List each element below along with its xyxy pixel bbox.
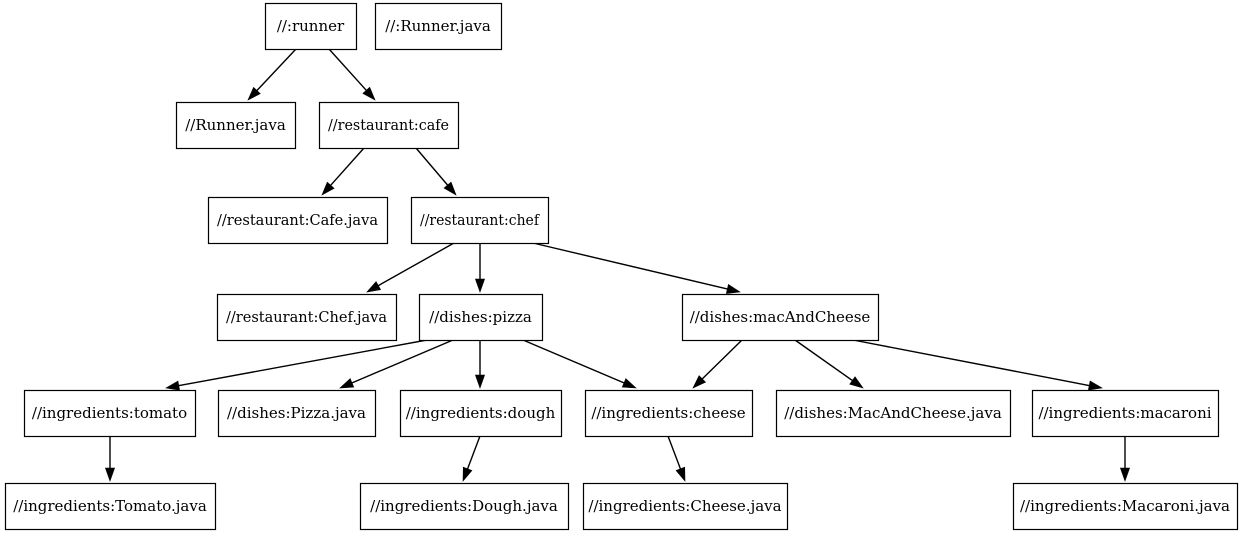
- node-label: //dishes:Pizza.java: [227, 404, 366, 422]
- node-runner[interactable]: //:runner: [264, 2, 358, 51]
- edge-dishes_pizza-to-ing_cheese: [522, 339, 637, 389]
- node-ing_dough[interactable]: //ingredients:dough: [399, 389, 563, 438]
- edge-restaurant_cafe-to-restaurant_cafe_java: [321, 147, 365, 196]
- edge-dishes_pizza-to-ing_tomato: [165, 339, 428, 391]
- edge-ing_macaroni-to-ing_macaroni_java: [1119, 436, 1131, 482]
- node-label: //dishes:pizza: [429, 308, 532, 326]
- node-label: //ingredients:Cheese.java: [588, 497, 781, 515]
- node-label: //ingredients:tomato: [32, 404, 187, 422]
- node-dishes_pizza_java[interactable]: //dishes:Pizza.java: [217, 389, 377, 438]
- node-runner_java_root[interactable]: //:Runner.java: [374, 2, 503, 51]
- node-dishes_mac_java[interactable]: //dishes:MacAndCheese.java: [775, 389, 1012, 438]
- node-restaurant_chef[interactable]: //restaurant:chef: [410, 196, 550, 245]
- edge-layer: [104, 48, 1131, 482]
- node-label: //restaurant:Chef.java: [226, 308, 387, 326]
- node-runner_java[interactable]: //Runner.java: [175, 101, 297, 150]
- edge-restaurant_chef-to-restaurant_chef_java: [366, 242, 455, 293]
- node-ing_dough_java[interactable]: //ingredients:Dough.java: [359, 482, 570, 531]
- node-label: //restaurant:Cafe.java: [217, 211, 378, 229]
- node-label: //ingredients:dough: [406, 404, 556, 422]
- node-restaurant_chef_java[interactable]: //restaurant:Chef.java: [216, 293, 398, 342]
- edge-restaurant_chef-to-dishes_pizza: [474, 243, 486, 293]
- edge-runner-to-runner_java: [247, 48, 297, 101]
- node-label: //restaurant:chef: [420, 211, 540, 229]
- node-label: //ingredients:macaroni: [1038, 404, 1211, 422]
- edge-dishes_mac-to-dishes_mac_java: [794, 339, 864, 389]
- node-label: //Runner.java: [185, 116, 286, 134]
- edge-ing_dough-to-ing_dough_java: [462, 435, 481, 482]
- edge-restaurant_cafe-to-restaurant_chef: [415, 147, 457, 196]
- node-label: //:runner: [277, 17, 345, 35]
- node-dishes_pizza[interactable]: //dishes:pizza: [418, 293, 544, 342]
- node-ing_cheese[interactable]: //ingredients:cheese: [584, 389, 754, 438]
- edge-restaurant_chef-to-dishes_mac: [532, 242, 741, 294]
- edge-dishes_pizza-to-ing_dough: [474, 340, 486, 389]
- node-ing_tomato_java[interactable]: //ingredients:Tomato.java: [4, 482, 217, 531]
- edge-ing_cheese-to-ing_cheese_java: [667, 435, 686, 482]
- node-label: //ingredients:Dough.java: [370, 497, 558, 515]
- node-label: //ingredients:Tomato.java: [13, 497, 207, 515]
- edge-runner-to-restaurant_cafe: [328, 48, 376, 101]
- node-ing_cheese_java[interactable]: //ingredients:Cheese.java: [582, 482, 789, 531]
- node-label: //ingredients:cheese: [591, 404, 745, 422]
- edge-dishes_pizza-to-dishes_pizza_java: [339, 339, 454, 389]
- edge-ing_tomato-to-ing_tomato_java: [104, 436, 116, 482]
- node-restaurant_cafe_java[interactable]: //restaurant:Cafe.java: [207, 196, 389, 245]
- edge-dishes_mac-to-ing_macaroni: [852, 339, 1103, 391]
- edge-dishes_mac-to-ing_cheese: [692, 339, 743, 389]
- node-ing_tomato[interactable]: //ingredients:tomato: [23, 389, 197, 438]
- node-label: //ingredients:Macaroni.java: [1020, 497, 1230, 515]
- node-label: //dishes:macAndCheese: [690, 308, 871, 326]
- node-label: //:Runner.java: [385, 17, 491, 35]
- node-ing_macaroni_java[interactable]: //ingredients:Macaroni.java: [1012, 482, 1239, 531]
- node-layer: //:runner //:Runner.java //Runner.java //re…: [4, 2, 1239, 531]
- node-ing_macaroni[interactable]: //ingredients:macaroni: [1031, 389, 1220, 438]
- node-restaurant_cafe[interactable]: //restaurant:cafe: [318, 101, 460, 150]
- node-label: //dishes:MacAndCheese.java: [784, 404, 1002, 422]
- node-label: //restaurant:cafe: [328, 116, 449, 134]
- node-dishes_mac[interactable]: //dishes:macAndCheese: [681, 293, 880, 342]
